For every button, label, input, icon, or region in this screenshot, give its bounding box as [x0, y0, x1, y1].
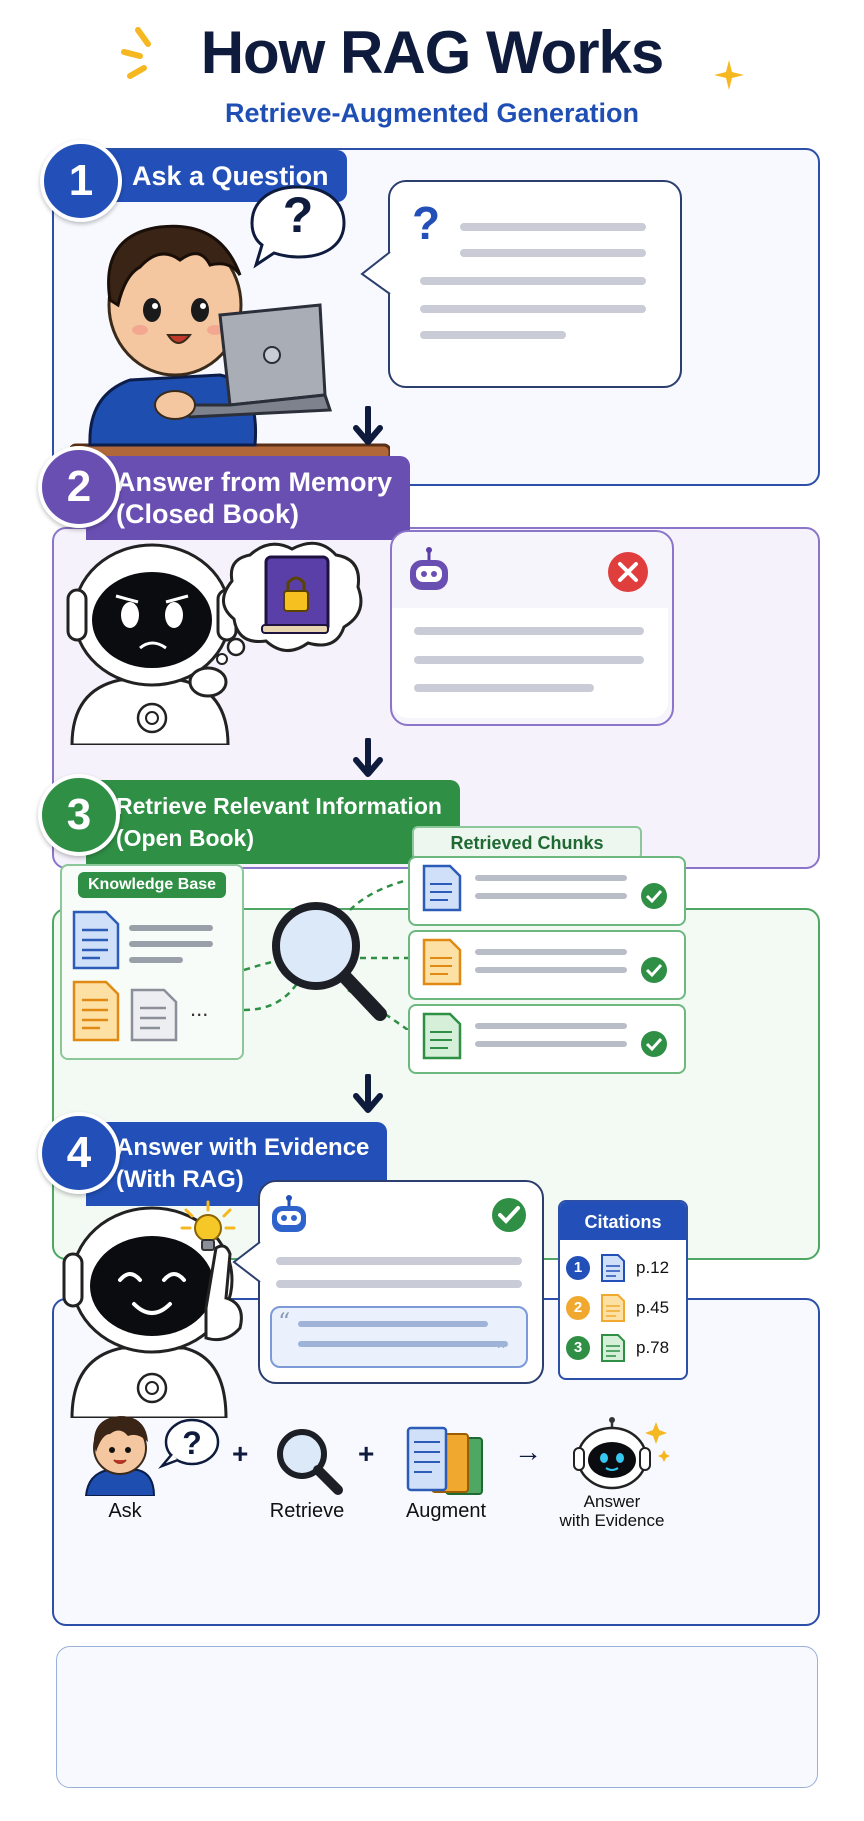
citation-row[interactable]: 3 p.78 [564, 1328, 682, 1368]
summary-panel [56, 1646, 818, 1788]
citation-row[interactable]: 1 p.12 [564, 1248, 682, 1288]
quote-line [298, 1321, 488, 1327]
step1-badge: 1 [40, 140, 122, 222]
citation-document-icon [601, 1294, 625, 1322]
more-documents-ellipsis: ... [190, 996, 209, 1021]
person-laptop-icon [70, 224, 390, 473]
robot-icon [410, 547, 448, 590]
citation-page: p.78 [636, 1338, 670, 1357]
svg-text:?: ? [182, 1425, 202, 1461]
page-subtitle: Retrieve-Augmented Generation [224, 98, 640, 128]
plus-sign: + [358, 1438, 375, 1469]
knowledge-base-label: Knowledge Base [78, 872, 226, 898]
retrieved-chunk [408, 1004, 686, 1074]
retrieved-chunks-label: Retrieved Chunks [412, 826, 642, 860]
quote-line [298, 1341, 508, 1347]
sparkle-lines-icon [121, 27, 151, 79]
citation-number: 1 [566, 1256, 590, 1280]
step4-title-line1: Answer with Evidence [116, 1134, 370, 1161]
magnifier-icon [277, 1429, 343, 1495]
lock-icon [188, 624, 212, 648]
right-arrow: → [514, 1436, 542, 1467]
quote-open: “ [278, 1308, 291, 1336]
text-line [276, 1257, 522, 1265]
citation-page: p.45 [636, 1298, 670, 1317]
text-line [460, 223, 646, 231]
text-line [414, 656, 644, 664]
step2-title-line2: (Closed Book) [116, 499, 300, 529]
step3-badge: 3 [38, 774, 120, 856]
error-x-icon [608, 552, 648, 592]
page-title: How RAG Works [200, 19, 665, 86]
step2-title-line1: Answer from Memory [116, 467, 393, 497]
person-ask-icon: ? [84, 1416, 220, 1496]
plus-sign: + [232, 1438, 249, 1469]
citation-number: 3 [566, 1336, 590, 1360]
text-line [276, 1280, 522, 1288]
citation-page: p.12 [636, 1258, 670, 1277]
step4-badge: 4 [38, 1112, 120, 1194]
step4-title-line2: (With RAG) [116, 1166, 244, 1193]
step2-badge: 2 [38, 446, 120, 528]
step3-title-line1: Retrieve Relevant Information [116, 793, 442, 819]
citation-number: 2 [566, 1296, 590, 1320]
text-line [420, 277, 646, 285]
documents-icon [72, 910, 213, 1042]
stacked-documents-icon [406, 1426, 483, 1495]
speech-bubble-icon [250, 185, 346, 269]
summary-answer-label: Answer with Evidence [550, 1492, 674, 1530]
robot-happy-icon [62, 1206, 243, 1418]
card-pointer [360, 251, 391, 295]
summary-answer-line1: Answer [583, 1492, 641, 1511]
robot-answer-icon [573, 1417, 670, 1490]
lightbulb-icon [180, 1200, 236, 1251]
summary-answer-line2: with Evidence [559, 1511, 665, 1530]
text-line [420, 331, 566, 339]
question-mark-icon: ? [282, 187, 314, 243]
summary-ask-label: Ask [108, 1500, 142, 1522]
chunk-contents [422, 864, 667, 1060]
step3-title: Retrieve Relevant Information (Open Book… [86, 780, 460, 864]
text-line [460, 249, 646, 257]
check-icon [492, 1198, 526, 1232]
text-line [420, 305, 646, 313]
card-pointer [232, 1241, 261, 1283]
citation-document-icon [601, 1334, 625, 1362]
search-flow-icon [243, 878, 409, 1030]
down-arrow-icon [353, 406, 383, 445]
down-arrow-icon [353, 738, 383, 777]
summary-augment-label: Augment [405, 1500, 487, 1522]
thought-bubble-icon [216, 541, 363, 665]
text-line [414, 684, 594, 692]
citation-document-icon [601, 1254, 625, 1282]
text-line [414, 627, 644, 635]
summary-retrieve-label: Retrieve [269, 1500, 345, 1522]
star-icon [714, 60, 744, 90]
citations-list: 1 p.12 2 p.45 3 p.78 [564, 1248, 682, 1368]
robot-confused-icon [66, 543, 238, 745]
down-arrow-icon [353, 1074, 383, 1113]
question-mark-blue-icon: ? [412, 197, 441, 249]
step3-title-line2: (Open Book) [116, 825, 254, 851]
quote-box [270, 1306, 528, 1368]
citation-row[interactable]: 2 p.45 [564, 1288, 682, 1328]
step2-title: Answer from Memory (Closed Book) [86, 456, 411, 540]
citations-title: Citations [560, 1202, 686, 1240]
robot-icon [272, 1195, 306, 1232]
